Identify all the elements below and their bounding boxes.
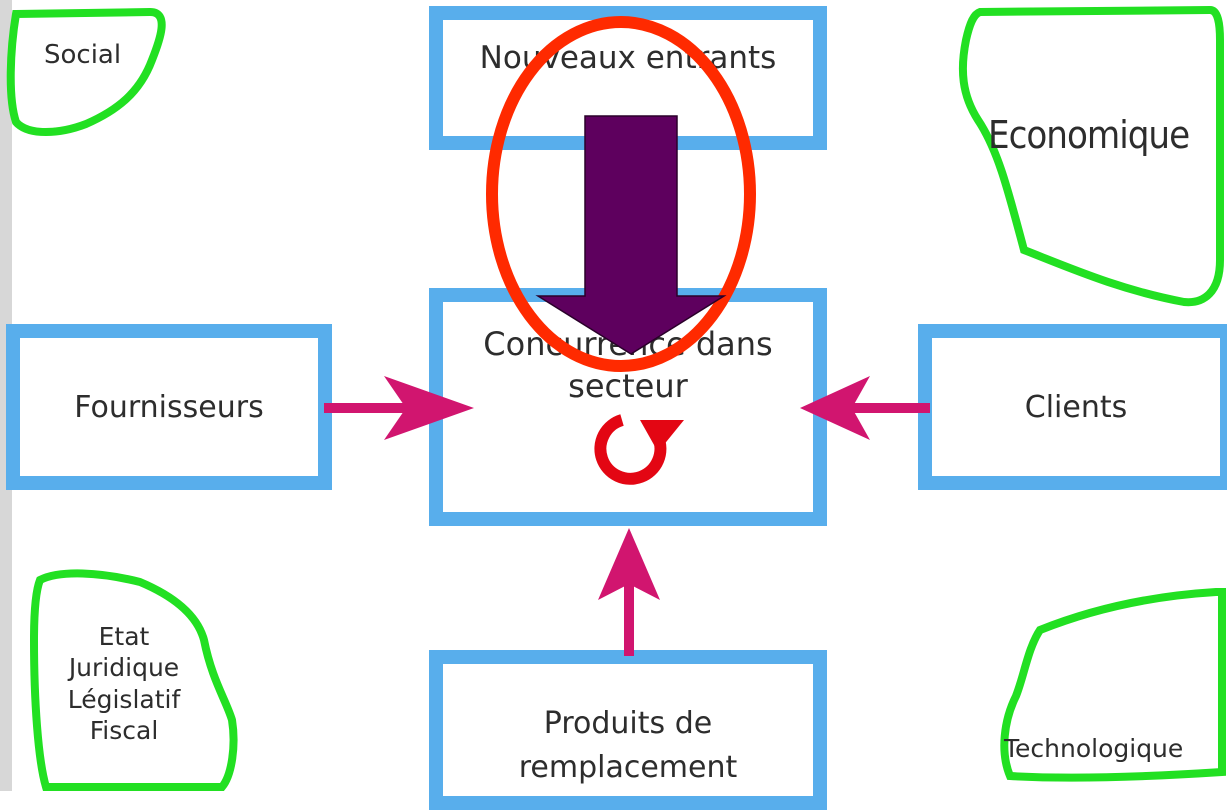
box-nouveaux-entrants: Nouveaux entrants <box>429 6 827 150</box>
technologique-blob <box>1000 588 1226 782</box>
clients-label: Clients <box>1024 389 1128 425</box>
box-produits: Produits de remplacement <box>429 650 827 810</box>
social-label: Social <box>44 40 122 70</box>
cycle-icon <box>594 414 684 485</box>
etat-legal-label: Etat Juridique Législatif Fiscal <box>44 621 204 746</box>
produits-label-line1: Produits de <box>543 706 713 741</box>
produits-arrow <box>598 528 660 656</box>
concurrence-label-line2: secteur <box>568 366 688 405</box>
environment-shapes <box>6 5 1226 791</box>
overlay-graphics <box>324 16 930 656</box>
economique-blob <box>958 5 1224 307</box>
box-clients: Clients <box>918 324 1227 490</box>
fournisseurs-label: Fournisseurs <box>74 389 264 425</box>
etat-label: Etat <box>98 622 150 651</box>
produits-label-line2: remplacement <box>518 749 738 785</box>
juridique-label: Juridique <box>68 653 180 683</box>
down-arrow <box>535 115 727 355</box>
legislatif-label: Législatif <box>67 684 181 714</box>
economique-label: Economique <box>988 113 1190 157</box>
fournisseurs-arrow <box>324 376 474 440</box>
technologique-label: Technologique <box>1004 734 1184 763</box>
fiscal-label: Fiscal <box>89 715 159 745</box>
social-blob <box>6 7 166 136</box>
highlight-ellipse <box>486 16 756 372</box>
etat-blob <box>29 569 238 791</box>
clients-arrow <box>800 376 930 440</box>
